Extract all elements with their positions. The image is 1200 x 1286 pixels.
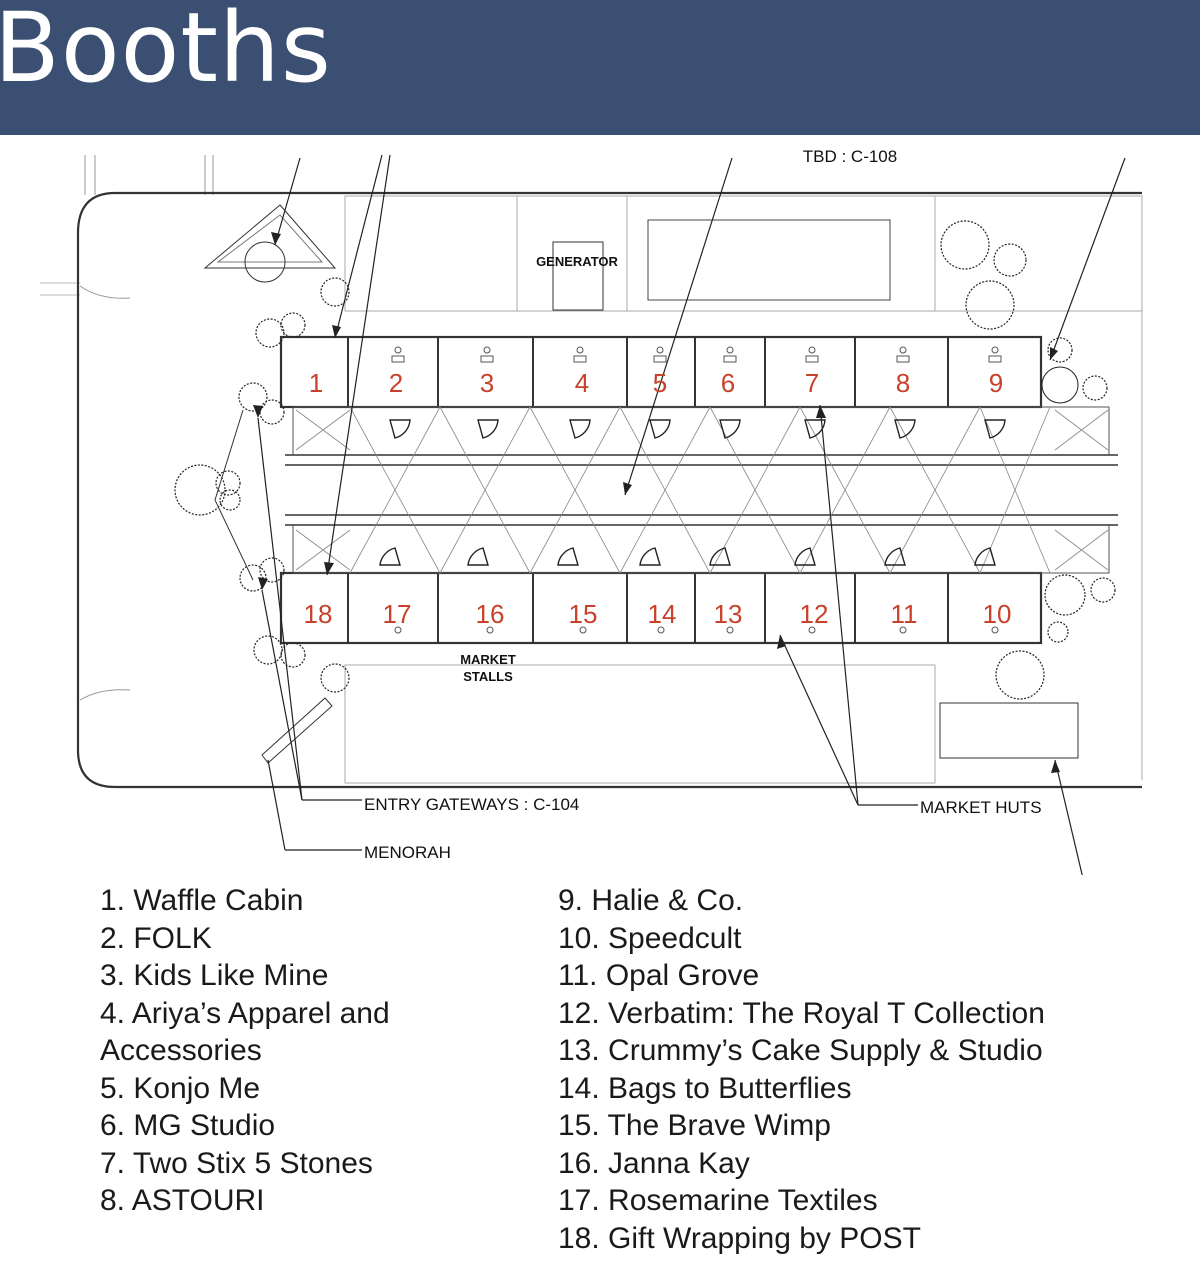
legend-item: 6. MG Studio bbox=[100, 1109, 276, 1142]
bottom-booth-number: 10 bbox=[983, 599, 1012, 629]
bottom-booth-number: 18 bbox=[304, 599, 333, 629]
legend-item: 10. Speedcult bbox=[558, 921, 742, 955]
legend-item: 15. The Brave Wimp bbox=[558, 1109, 831, 1142]
legend-item: 16. Janna Kay bbox=[558, 1146, 750, 1180]
bottom-booth-number: 16 bbox=[476, 599, 505, 629]
market-stalls-label-line2: STALLS bbox=[463, 669, 513, 684]
legend-item: 11. Opal Grove bbox=[558, 959, 760, 992]
legend-item: 4. Ariya’s Apparel and bbox=[100, 996, 390, 1030]
legend-item: 14. Bags to Butterflies bbox=[558, 1071, 852, 1105]
legend-item: 18. Gift Wrapping by POST bbox=[558, 1221, 921, 1255]
top-booth-number: 1 bbox=[309, 368, 323, 398]
market-huts-label: MARKET HUTS bbox=[920, 798, 1042, 817]
legend-item: 1. Waffle Cabin bbox=[100, 884, 304, 917]
top-label: TBD : C-108 bbox=[803, 147, 897, 166]
legend-item: 17. Rosemarine Textiles bbox=[558, 1184, 878, 1217]
bottom-booth-number: 12 bbox=[800, 599, 829, 629]
legend-item: 7. Two Stix 5 Stones bbox=[100, 1146, 373, 1180]
top-booth-number: 3 bbox=[480, 368, 494, 398]
top-booth-number: 4 bbox=[575, 368, 589, 398]
generator-label: GENERATOR bbox=[536, 254, 618, 269]
bottom-booth-number: 13 bbox=[714, 599, 743, 629]
entry-gateways-label: ENTRY GATEWAYS : C-104 bbox=[364, 795, 579, 814]
top-booth-number: 5 bbox=[653, 368, 667, 398]
legend-item: 12. Verbatim: The Royal T Collection bbox=[558, 996, 1045, 1030]
legend-item: 9. Halie & Co. bbox=[558, 884, 744, 917]
bottom-booth-number: 14 bbox=[648, 599, 677, 629]
legend-item: 8. ASTOURI bbox=[100, 1184, 265, 1217]
top-booth-numbers: 1 2 3 4 5 6 7 8 9 bbox=[309, 368, 1003, 398]
legend-item: Accessories bbox=[100, 1034, 262, 1067]
site-plan-diagram: GENERATOR TBD : C-108 bbox=[40, 147, 1143, 875]
legend-item: 3. Kids Like Mine bbox=[100, 959, 329, 992]
menorah-label: MENORAH bbox=[364, 843, 451, 862]
booth-legend-left: 1. Waffle Cabin 2. FOLK 3. Kids Like Mine 4… bbox=[100, 882, 390, 1220]
bottom-booth-number: 11 bbox=[891, 599, 918, 629]
top-booth-number: 2 bbox=[389, 368, 403, 398]
bottom-booth-numbers: 18 17 16 15 14 13 12 11 10 bbox=[304, 599, 1012, 629]
bottom-booth-number: 15 bbox=[569, 599, 598, 629]
legend-item: 2. FOLK bbox=[100, 921, 212, 955]
top-booth-number: 8 bbox=[896, 368, 910, 398]
page-title: Booths bbox=[0, 0, 332, 104]
top-booth-number: 9 bbox=[989, 368, 1003, 398]
top-booth-number: 7 bbox=[805, 368, 819, 398]
market-stalls-label-line1: MARKET bbox=[460, 652, 516, 667]
legend-item: 5. Konjo Me bbox=[100, 1071, 261, 1105]
top-booth-number: 6 bbox=[721, 368, 735, 398]
booth-legend-right: 9. Halie & Co. 10. Speedcult 11. Opal Grov… bbox=[558, 882, 1045, 1257]
bottom-booth-number: 17 bbox=[383, 599, 412, 629]
legend-item: 13. Crummy’s Cake Supply & Studio bbox=[558, 1034, 1043, 1067]
page-header: Booths bbox=[0, 0, 1200, 135]
